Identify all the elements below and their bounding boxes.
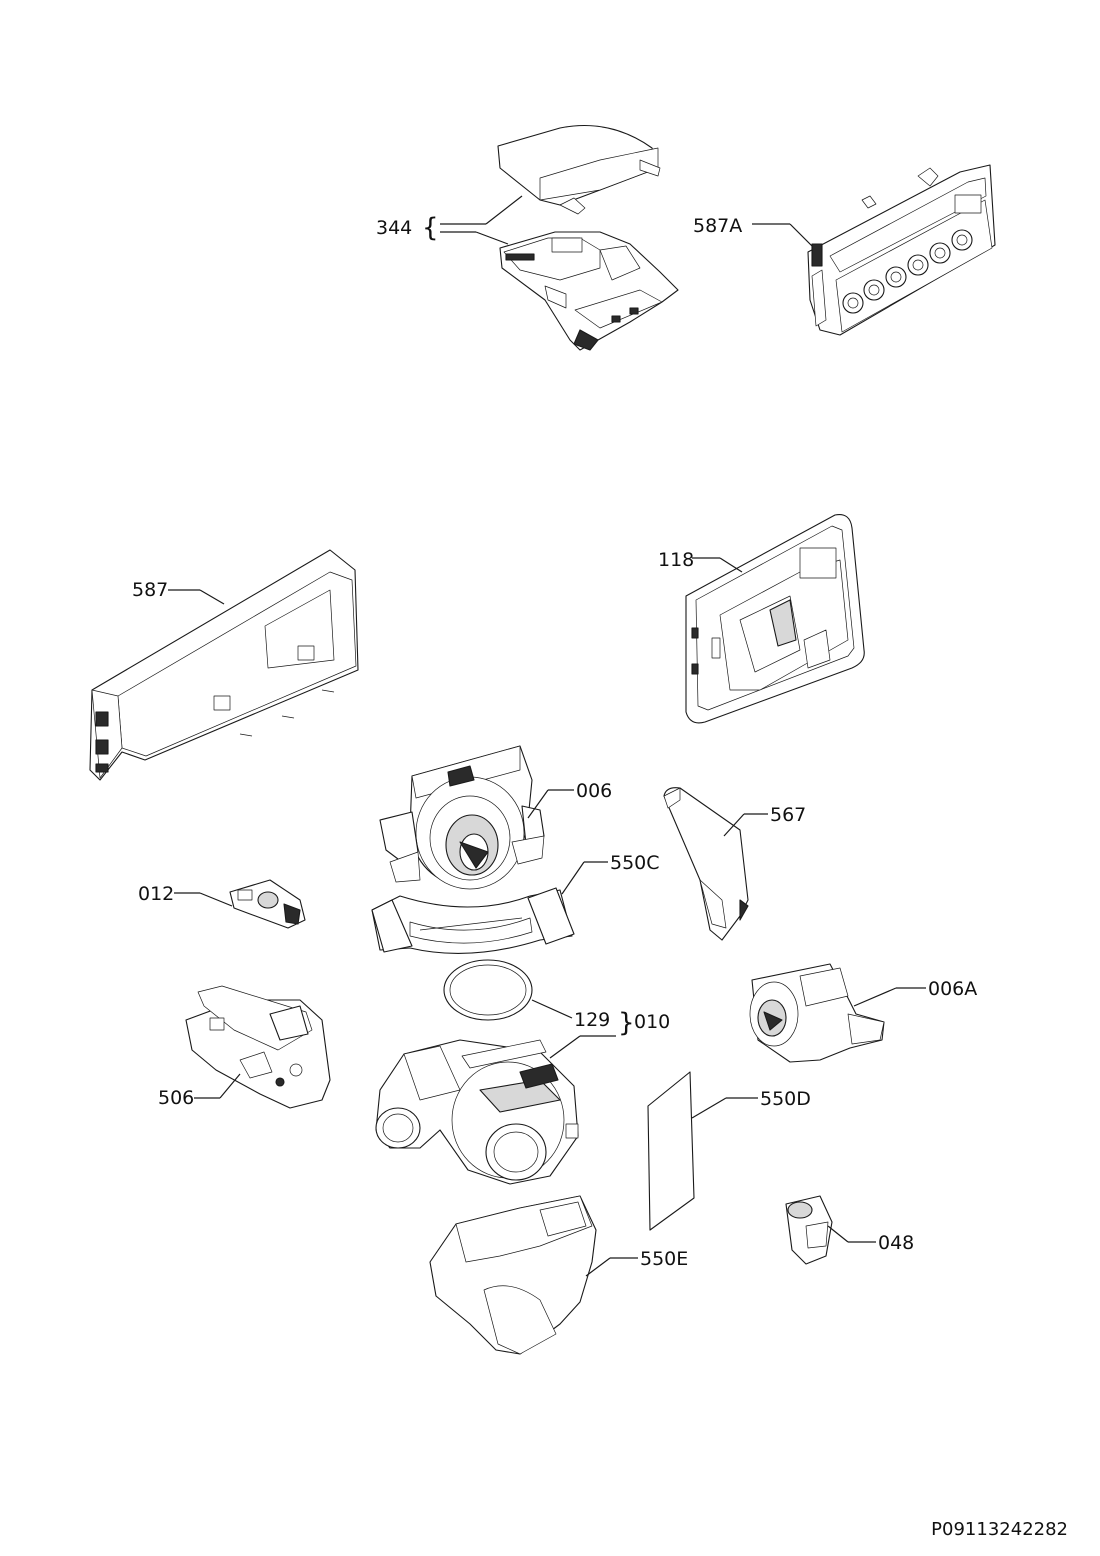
leader-550D-b [691,1097,727,1119]
part-567[interactable] [371,887,575,954]
part-006A[interactable] [749,963,885,1063]
leader-010-b [549,1035,581,1059]
leader-006A-b [853,987,897,1007]
label-550C: 567 [770,804,806,826]
part-048[interactable] [785,1195,833,1265]
label-587A: 587A [693,215,742,237]
part-012[interactable] [229,879,306,929]
part-344-board[interactable] [499,231,679,351]
leader-344-b [485,195,523,225]
leader-587A-b [789,223,813,247]
part-550D[interactable] [647,1071,695,1231]
part-550E[interactable] [429,1195,597,1355]
brace-010: } [618,1008,635,1038]
label-567: 550C [610,852,660,874]
leader-506-b [219,1073,241,1099]
label-010: 010 [634,1011,670,1033]
label-506: 506 [158,1087,194,1109]
leader-012-b [199,892,233,907]
part-587A[interactable] [807,164,996,336]
leader-587-b [199,589,225,605]
leader-048-b [827,1225,849,1243]
part-006[interactable] [379,745,545,890]
part-129[interactable] [443,959,533,1021]
leader-344-d [475,231,509,245]
part-550C[interactable] [663,787,749,941]
part-118[interactable] [685,513,865,724]
label-550D: 550D [760,1088,811,1110]
label-118: 118 [658,549,694,571]
label-550E: 550E [640,1248,688,1270]
label-006: 006 [576,780,612,802]
label-129: 129 [574,1009,610,1031]
leader-006-b [527,789,549,819]
part-506[interactable] [185,985,331,1109]
part-587[interactable] [89,549,359,781]
part-344-cover[interactable] [497,125,661,215]
leader-129 [531,999,573,1019]
label-048: 048 [878,1232,914,1254]
leader-550C-b [723,813,745,837]
part-010-heat-pump[interactable] [375,1039,579,1185]
leader-118-b [719,557,743,573]
label-012: 012 [138,883,174,905]
label-587: 587 [132,579,168,601]
label-006A: 006A [928,978,977,1000]
label-344: 344 [376,217,412,239]
leader-567-b [561,861,585,895]
leader-550E-b [585,1257,611,1277]
document-number: P09113242282 [931,1519,1068,1540]
brace-344: { [422,213,439,243]
